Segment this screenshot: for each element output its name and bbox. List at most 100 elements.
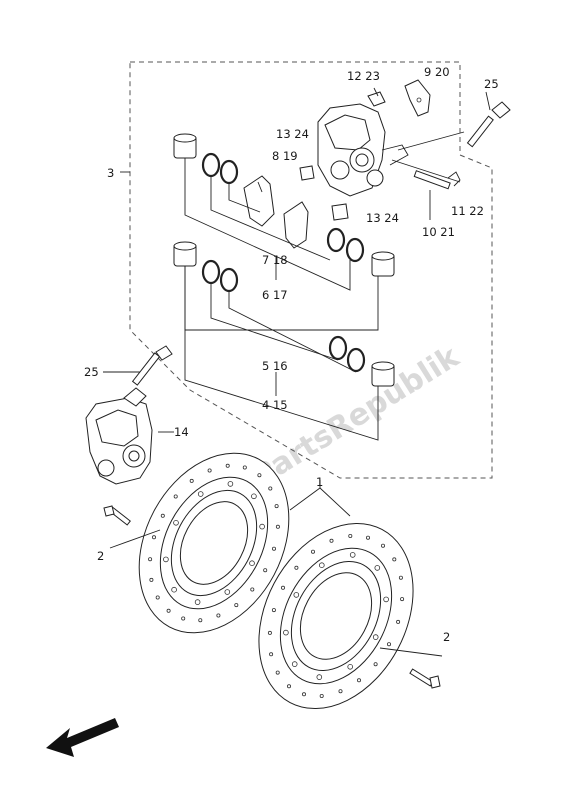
bleed-screw <box>367 87 386 107</box>
disc-hole <box>280 585 285 590</box>
pad-spring <box>404 79 431 117</box>
piston-seal-lower-1 <box>219 267 239 293</box>
label-12-23: 12 23 <box>347 69 380 83</box>
label-3: 3 <box>107 166 114 180</box>
piston-seal-upper-2 <box>345 237 365 263</box>
label-13-24-lower: 13 24 <box>366 211 399 225</box>
disc-hole <box>166 608 171 613</box>
disc-hole <box>249 560 255 566</box>
disc-hole <box>319 694 324 699</box>
disc-hole <box>400 597 405 602</box>
disc-hole <box>224 589 231 595</box>
label-2-left: 2 <box>97 549 104 563</box>
label-4-15: 4 15 <box>262 398 288 412</box>
disc-hole <box>207 468 212 473</box>
disc-hole <box>257 473 262 478</box>
label-6-17: 6 17 <box>262 288 288 302</box>
disc-hole <box>259 523 265 530</box>
disc-hole <box>225 463 230 468</box>
disc-hole <box>151 535 156 540</box>
dust-seal-upper-1 <box>201 152 221 178</box>
piston-lower-right <box>371 361 395 387</box>
pad-pin <box>413 170 451 190</box>
label-5-16: 5 16 <box>262 359 288 373</box>
disc-hole <box>194 599 201 605</box>
disc-hole <box>293 592 300 598</box>
disc-hole <box>216 613 221 618</box>
label-8-19: 8 19 <box>272 149 298 163</box>
label-13-24-upper: 13 24 <box>276 127 309 141</box>
dust-seal-lower-1 <box>201 259 221 285</box>
disc-hole <box>380 543 385 548</box>
disc-hole <box>386 642 391 647</box>
disc-hole <box>155 595 160 600</box>
caliper-mounting-bolt-upper <box>466 101 511 148</box>
label-25-lower: 25 <box>84 365 99 379</box>
disc-hole <box>271 546 276 551</box>
disc-hole <box>398 575 403 580</box>
caliper-cap-lower <box>331 203 349 221</box>
disc-hole <box>274 504 279 509</box>
label-9-20: 9 20 <box>424 65 450 79</box>
disc-hole <box>301 692 306 697</box>
label-2-right: 2 <box>443 630 450 644</box>
dust-seal-upper-2 <box>326 227 346 253</box>
disc-hole <box>329 538 334 543</box>
disc-hole <box>310 549 315 554</box>
upper-caliper-body <box>317 103 409 197</box>
disc-hole <box>263 568 268 573</box>
lower-caliper-body <box>85 387 153 485</box>
piston-upper-right <box>371 251 395 277</box>
brake-pad-front <box>243 175 275 227</box>
disc-hole <box>294 565 299 570</box>
label-1: 1 <box>316 475 323 489</box>
disc-hole <box>173 519 179 526</box>
piston-lower-left <box>173 241 197 267</box>
label-11-22: 11 22 <box>451 204 484 218</box>
label-25-upper: 25 <box>484 77 499 91</box>
disc-hole <box>198 618 203 623</box>
disc-hole <box>318 562 325 568</box>
disc-leader <box>289 487 351 517</box>
front-direction-arrow-icon <box>46 718 119 757</box>
disc-hole <box>171 586 177 593</box>
disc-hole <box>396 619 401 624</box>
disc-hole <box>286 684 291 689</box>
caliper-assembly-boundary <box>129 61 493 479</box>
disc-hole <box>227 481 234 487</box>
disc-hole <box>283 629 289 636</box>
pad-pin-clip <box>447 171 461 187</box>
disc-bolt-left <box>103 505 131 526</box>
caliper-mounting-bolt-lower <box>131 345 173 386</box>
piston-seal-upper-1 <box>219 159 239 185</box>
disc-hole <box>242 465 247 470</box>
disc-hole <box>356 678 361 683</box>
disc-hole <box>291 661 298 667</box>
disc-hole <box>374 565 381 571</box>
disc-hole <box>148 557 153 562</box>
disc-hole <box>373 662 378 667</box>
disc-hole <box>269 652 274 657</box>
disc-drill-holes <box>148 463 405 699</box>
disc-hole <box>271 608 276 613</box>
disc-hole <box>372 634 379 640</box>
disc-hole <box>267 630 272 635</box>
disc-hole <box>348 534 353 539</box>
disc-hole <box>173 494 178 499</box>
disc-hole <box>163 556 169 563</box>
piston-upper-left <box>173 133 197 159</box>
caliper-cap <box>299 165 315 181</box>
label-10-21: 10 21 <box>422 225 455 239</box>
disc-hole <box>197 491 204 497</box>
disc-hole <box>365 535 370 540</box>
disc-hole <box>250 587 255 592</box>
disc-hole <box>338 689 343 694</box>
disc-hole <box>160 513 165 518</box>
disc-hole <box>383 596 389 603</box>
disc-hole <box>181 616 186 621</box>
disc-hole <box>316 674 323 680</box>
disc-hole <box>234 603 239 608</box>
assembly-guide-lines <box>120 131 465 441</box>
label-7-18: 7 18 <box>262 253 288 267</box>
